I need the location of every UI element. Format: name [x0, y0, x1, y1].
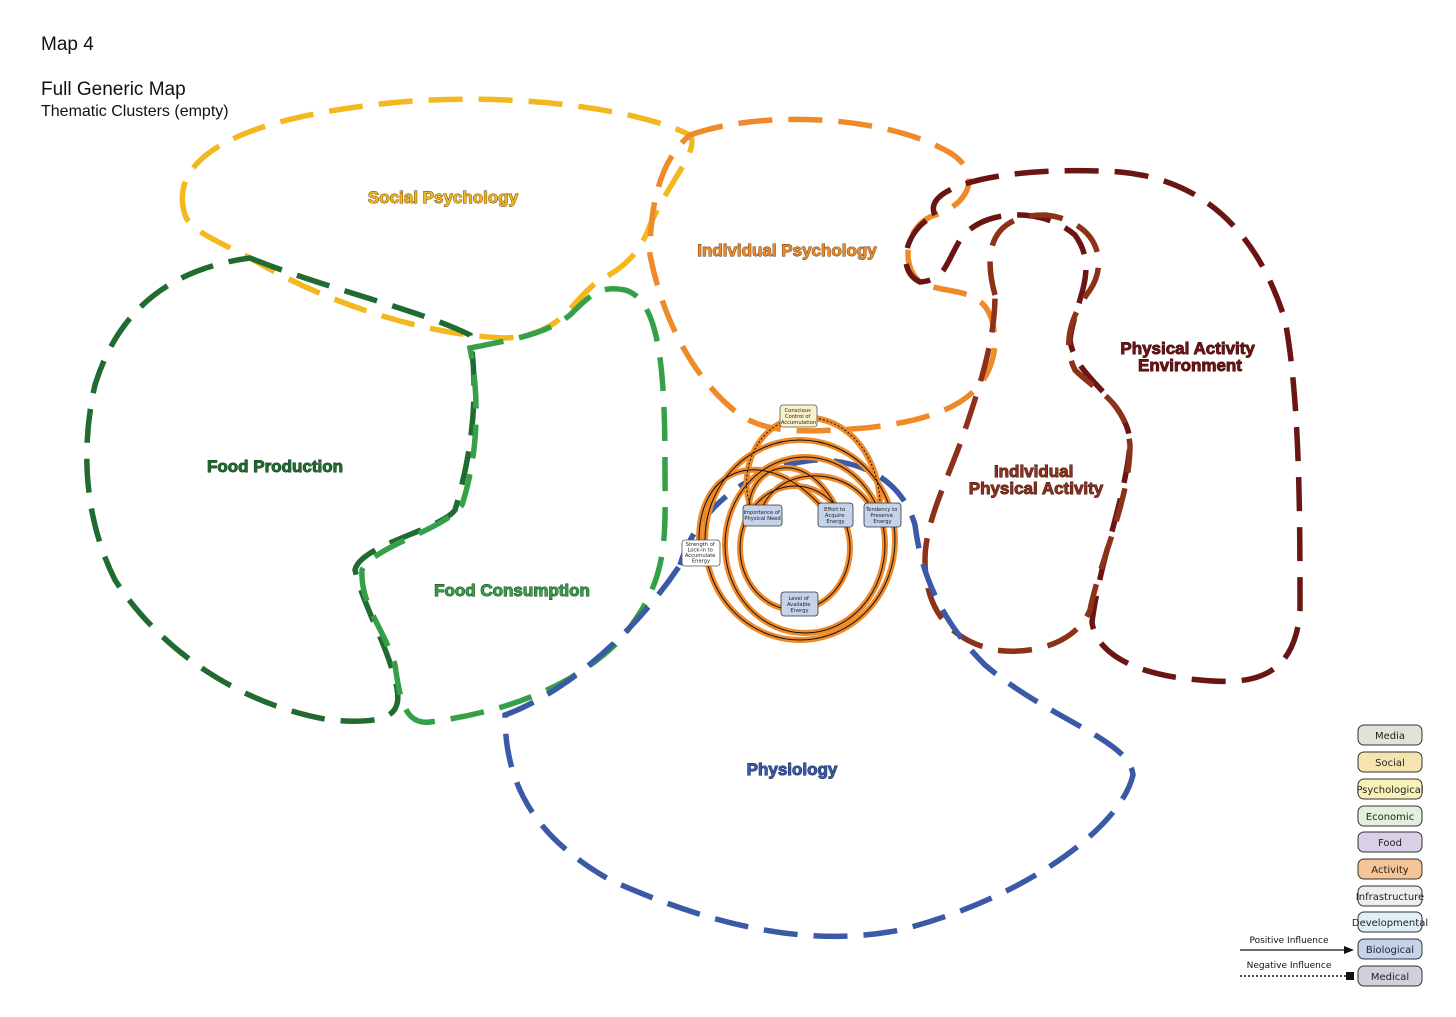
- node-text-line: Importance of: [743, 510, 780, 516]
- cluster-label-individual-psychology: Individual Psychology: [697, 241, 877, 260]
- node-text-line: Strength of: [686, 542, 715, 548]
- svg-text:Importance of Physical N: Importance of Physical Need: [743, 510, 781, 522]
- legend-item-developmental: Developmental: [1352, 911, 1428, 933]
- legend: Media Social Psychological Economic Food…: [1240, 724, 1428, 987]
- node-text-line: Acquire: [825, 513, 845, 519]
- cluster-label-line: Physical Activity: [1120, 339, 1255, 358]
- legend-label: Social: [1375, 758, 1405, 769]
- node-text-line: Physical Need: [744, 516, 780, 522]
- cluster-outline-individual-psychology: [647, 116, 998, 434]
- map-subtitle: Thematic Clusters (empty): [41, 103, 229, 120]
- cluster-outline-physiology: [502, 457, 1136, 940]
- node-text-line: Preserve: [870, 513, 893, 519]
- legend-label: Psychological: [1356, 785, 1423, 796]
- map-header: Map 4 Full Generic Map Thematic Clusters…: [41, 34, 229, 121]
- legend-label: Activity: [1371, 865, 1408, 876]
- node-text-line: Control of: [785, 414, 811, 420]
- legend-label: Biological: [1366, 945, 1414, 956]
- map-number: Map 4: [41, 34, 94, 55]
- cluster-label-physiology: Physiology: [747, 760, 838, 779]
- legend-item-activity: Activity: [1357, 858, 1423, 880]
- legend-label: Food: [1378, 838, 1402, 849]
- loop-line-negative: [814, 417, 881, 506]
- cluster-label-line: Individual: [994, 462, 1073, 481]
- positive-influence-label: Positive Influence: [1249, 936, 1328, 946]
- cluster-label-social-psychology: Social Psychology: [368, 188, 519, 207]
- svg-text:Level of Available: Level of Available Energy: [787, 596, 812, 614]
- node-text-line: Level of: [789, 596, 810, 602]
- legend-label: Infrastructure: [1356, 892, 1424, 903]
- loop-line: [759, 475, 871, 516]
- loop-line: [698, 469, 821, 556]
- node-text-line: Available: [787, 602, 810, 608]
- legend-item-social: Social: [1357, 751, 1423, 773]
- core-node-tendency-preserve-energy: Tendency to Preserve Energy: [863, 502, 902, 528]
- legend-negative-influence: Negative Influence: [1240, 961, 1354, 980]
- cluster-label-food-consumption: Food Consumption: [434, 581, 590, 600]
- node-text-line: Lock-in to: [688, 548, 713, 554]
- square-head-icon: [1346, 972, 1354, 980]
- legend-label: Media: [1375, 731, 1405, 742]
- node-text-line: Accumulation: [781, 420, 816, 426]
- negative-influence-label: Negative Influence: [1247, 961, 1332, 971]
- arrow-head-icon: [1344, 946, 1354, 954]
- cluster-label-individual-physical-activity: Individual Physical Activity: [969, 462, 1104, 498]
- cluster-outline-food-production: [84, 255, 477, 724]
- svg-text:Conscious Control of: Conscious Control of Accumulation: [781, 408, 816, 426]
- legend-label: Medical: [1371, 972, 1409, 983]
- core-node-effort-acquire-energy: Effort to Acquire Energy: [817, 502, 854, 528]
- legend-label: Economic: [1366, 812, 1414, 823]
- svg-text:Strength of Lock-in to: Strength of Lock-in to Accumulate Energy: [685, 542, 717, 565]
- node-text-line: Energy: [873, 519, 891, 525]
- legend-item-biological: Biological: [1357, 938, 1423, 960]
- cluster-outline-social-psychology: [179, 96, 695, 341]
- cluster-outline-individual-physical-activity: [922, 212, 1133, 654]
- svg-text:Tendency to Preserve: Tendency to Preserve Energy: [865, 507, 899, 525]
- node-text-line: Effort to: [824, 507, 845, 513]
- legend-item-media: Media: [1357, 724, 1423, 746]
- core-node-conscious-control: Conscious Control of Accumulation: [779, 404, 818, 428]
- cluster-label-line: Environment: [1138, 356, 1242, 375]
- cluster-label-food-production: Food Production: [207, 457, 343, 476]
- cluster-label-physical-activity-environment: Physical Activity Environment: [1120, 339, 1259, 375]
- svg-text:Effort to Acquire: Effort to Acquire Energy: [824, 507, 847, 525]
- legend-item-infrastructure: Infrastructure: [1356, 885, 1424, 907]
- node-text-line: Energy: [826, 519, 844, 525]
- core-node-level-available-energy: Level of Available Energy: [780, 591, 819, 617]
- loop-line: [724, 456, 886, 634]
- node-text-line: Energy: [790, 608, 808, 614]
- core-node-strength-lock-in: Strength of Lock-in to Accumulate Energy: [681, 539, 721, 567]
- cluster-outline-physical-activity-environment: [903, 167, 1303, 685]
- core-node-importance-physical-need: Importance of Physical Need: [742, 504, 783, 527]
- node-text-line: Accumulate: [685, 553, 716, 559]
- legend-item-food: Food: [1357, 831, 1423, 853]
- node-text-line: Conscious: [785, 408, 812, 414]
- node-text-line: Tendency to: [865, 507, 897, 513]
- cluster-outline-food-consumption: [359, 286, 668, 725]
- map-title: Full Generic Map: [41, 79, 186, 100]
- legend-positive-influence: Positive Influence: [1240, 936, 1354, 954]
- legend-item-economic: Economic: [1357, 805, 1423, 827]
- cluster-label-line: Physical Activity: [969, 479, 1104, 498]
- legend-label: Developmental: [1352, 918, 1428, 929]
- legend-item-psychological: Psychological: [1356, 778, 1424, 800]
- legend-item-medical: Medical: [1357, 965, 1423, 987]
- node-text-line: Energy: [692, 559, 710, 565]
